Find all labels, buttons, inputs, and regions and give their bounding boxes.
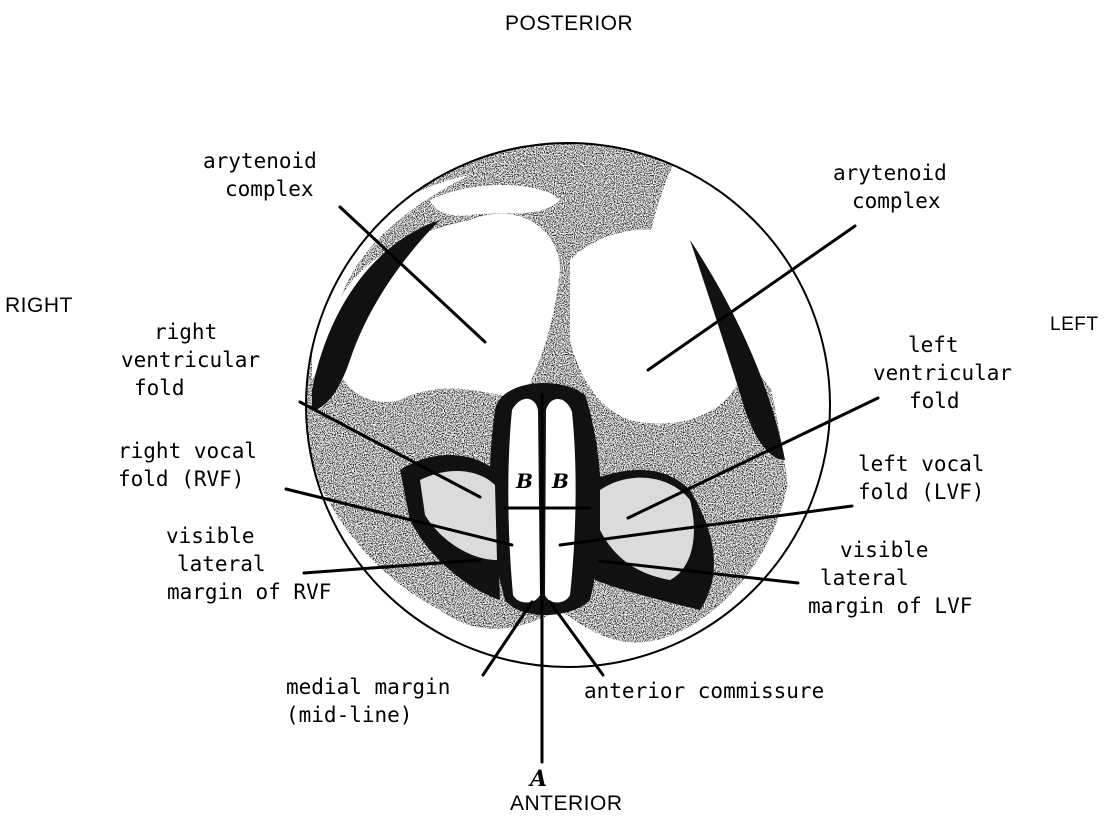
left-vocal-fold bbox=[545, 399, 576, 603]
right-label: RIGHT bbox=[5, 294, 73, 317]
label-right-vocal-fold: right vocal fold (RVF) bbox=[118, 439, 270, 491]
label-arytenoid-left: arytenoid complex bbox=[833, 161, 959, 213]
laryngoscope-view bbox=[300, 135, 830, 762]
b-mark-left: B bbox=[551, 469, 569, 493]
label-visible-lateral-rvf: visible lateral margin of RVF bbox=[166, 524, 331, 604]
right-vocal-fold bbox=[508, 399, 540, 603]
label-arytenoid-right: arytenoid complex bbox=[203, 149, 329, 201]
label-visible-lateral-lvf: visible lateral margin of LVF bbox=[808, 538, 972, 618]
b-mark-right: B bbox=[515, 469, 533, 493]
label-left-vocal-fold: left vocal fold (LVF) bbox=[858, 452, 997, 504]
a-mark: A bbox=[528, 766, 547, 792]
label-medial-margin: medial margin (mid-line) bbox=[286, 675, 463, 727]
anterior-label: ANTERIOR bbox=[510, 792, 623, 815]
label-left-ventricular-fold: left ventricular fold bbox=[873, 333, 1025, 413]
label-anterior-commissure: anterior commissure bbox=[584, 679, 824, 703]
label-right-ventricular-fold: right ventricular fold bbox=[121, 320, 273, 400]
left-label: LEFT bbox=[1050, 314, 1098, 335]
posterior-label: POSTERIOR bbox=[505, 12, 633, 35]
